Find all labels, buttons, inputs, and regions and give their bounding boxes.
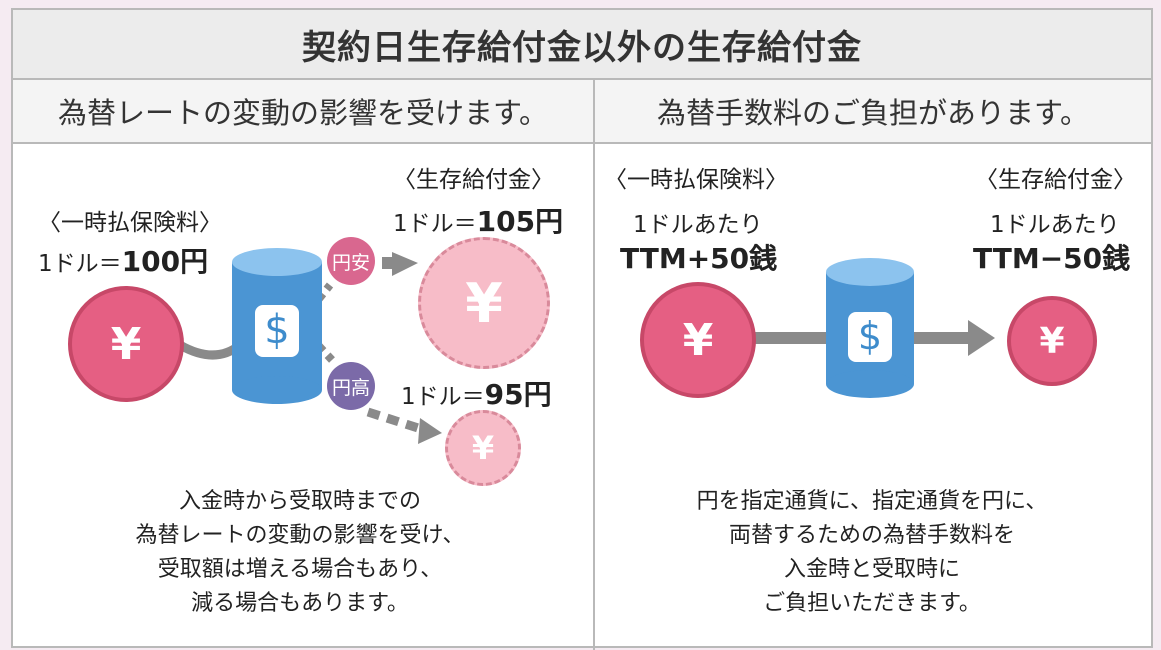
right-description-line: 円を指定通貨に、指定通貨を円に、 <box>696 489 1048 514</box>
right-connector-line-1 <box>750 332 830 344</box>
strong-yen-icon: ¥ <box>445 410 521 486</box>
diagram-frame: 契約日生存給付金以外の生存給付金 為替レートの変動の影響を受けます。 為替手数料… <box>11 8 1153 650</box>
left-premium-label: 〈一時払保険料〉 <box>38 210 222 236</box>
left-dollar-icon: $ <box>264 307 290 353</box>
right-description: 円を指定通貨に、指定通貨を円に、 両替するための為替手数料を 入金時と受取時に … <box>622 485 1122 621</box>
left-description: 入金時から受取時までの 為替レートの変動の影響を受け、 受取額は増える場合もあり… <box>60 485 540 621</box>
weak-yen-icon: ¥ <box>418 237 550 369</box>
left-description-line: 減る場合もあります。 <box>191 591 409 616</box>
strong-rate-value: 95円 <box>484 378 552 411</box>
left-description-line: 入金時から受取時までの <box>178 489 421 514</box>
right-description-line: 両替するための為替手数料を <box>728 523 1015 548</box>
left-description-line: 受取額は増える場合もあり、 <box>157 557 443 582</box>
right-premium-label: 〈一時払保険料〉 <box>604 167 788 193</box>
right-benefit-yen-icon: ¥ <box>1007 296 1097 386</box>
strong-rate-prefix: 1ドル＝ <box>401 384 485 410</box>
right-benefit-per: 1ドルあたり <box>990 212 1120 238</box>
right-premium-per: 1ドルあたり <box>633 212 763 238</box>
right-arrowhead <box>968 320 995 356</box>
right-connector-line-2 <box>912 332 970 344</box>
weak-yen-arrowhead <box>392 252 418 276</box>
weak-rate-value: 105円 <box>476 205 564 238</box>
strong-rate: 1ドル＝95円 <box>401 373 552 413</box>
right-premium-fee: TTM+50銭 <box>620 242 778 275</box>
right-benefit-label: 〈生存給付金〉 <box>975 167 1136 193</box>
left-premium-rate-value: 100円 <box>121 245 209 278</box>
left-description-line: 為替レートの変動の影響を受け、 <box>135 523 465 548</box>
strong-yen-badge: 円高 <box>327 362 375 410</box>
weak-rate-prefix: 1ドル＝ <box>393 211 477 237</box>
left-benefit-label: 〈生存給付金〉 <box>393 167 554 193</box>
left-premium-yen-icon: ¥ <box>68 286 184 402</box>
right-premium-yen-icon: ¥ <box>640 282 756 398</box>
page-title: 契約日生存給付金以外の生存給付金 <box>13 10 1151 80</box>
right-column-header: 為替手数料のご負担があります。 <box>595 80 1151 144</box>
left-premium-rate: 1ドル＝100円 <box>38 240 208 280</box>
left-premium-rate-prefix: 1ドル＝ <box>38 251 122 277</box>
right-description-line: ご負担いただきます。 <box>763 591 981 616</box>
weak-rate: 1ドル＝105円 <box>393 200 563 240</box>
weak-yen-badge: 円安 <box>327 237 375 285</box>
right-description-line: 入金時と受取時に <box>783 557 960 582</box>
right-dollar-icon: $ <box>857 314 883 358</box>
right-benefit-fee: TTM−50銭 <box>973 242 1131 275</box>
left-column-header: 為替レートの変動の影響を受けます。 <box>13 80 593 144</box>
strong-yen-arrowhead <box>418 418 442 444</box>
column-divider <box>593 80 595 650</box>
